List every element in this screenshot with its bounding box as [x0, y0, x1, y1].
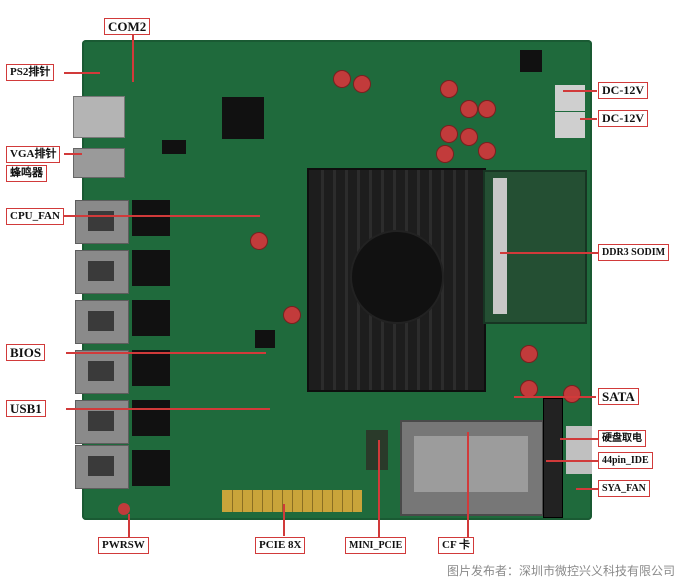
lan-chip	[132, 450, 170, 486]
rj45-port	[75, 200, 129, 244]
lan-chip	[132, 400, 170, 436]
capacitor	[440, 125, 458, 143]
lan-chip	[132, 200, 170, 236]
cpu-fan	[350, 230, 444, 324]
capacitor	[478, 100, 496, 118]
label-pcie: PCIE 8X	[255, 537, 306, 554]
capacitor	[333, 70, 351, 88]
capacitor	[520, 380, 538, 398]
capacitor	[520, 345, 538, 363]
label-ps2: PS2排针	[6, 64, 55, 81]
lan-chip	[132, 300, 170, 336]
small-chip	[520, 50, 542, 72]
label-sata: SATA	[598, 388, 639, 405]
bios-chip	[255, 330, 275, 348]
label-dc-12v-1: DC-12V	[598, 82, 648, 99]
label-sya-fan: SYA_FAN	[598, 480, 650, 497]
capacitor	[436, 145, 454, 163]
label-vga: VGA排针	[6, 146, 61, 163]
label-ide: 44pin_IDE	[598, 452, 653, 469]
label-hdd-power: 硬盘取电	[598, 430, 646, 447]
lan-chip	[132, 250, 170, 286]
label-pwrsw: PWRSW	[98, 537, 149, 554]
ethernet-ports	[75, 190, 129, 490]
usb-connector	[73, 96, 125, 138]
label-cpu-fan: CPU_FAN	[6, 208, 64, 225]
label-mini-pcie: MINI_PCIE	[345, 537, 407, 554]
label-usb1: USB1	[6, 400, 46, 417]
rj45-port	[75, 250, 129, 294]
power-switch	[118, 503, 130, 515]
super-io-chip	[222, 97, 264, 139]
pcie-connector	[222, 490, 362, 512]
capacitor	[563, 385, 581, 403]
rj45-port	[75, 445, 129, 489]
capacitor	[283, 306, 301, 324]
label-cf: CF 卡	[438, 537, 475, 554]
label-dc-12v-2: DC-12V	[598, 110, 648, 127]
capacitor	[460, 100, 478, 118]
lan-chip	[132, 350, 170, 386]
label-com2: COM2	[104, 18, 151, 35]
ddr3-sodimm-slot	[483, 170, 587, 324]
dc-jack	[555, 112, 585, 138]
capacitor	[353, 75, 371, 93]
capacitor	[250, 232, 268, 250]
label-bios: BIOS	[6, 344, 46, 361]
rj45-port	[75, 300, 129, 344]
capacitor	[440, 80, 458, 98]
hdd-power-connector	[566, 426, 592, 474]
rj45-port	[75, 350, 129, 394]
dc-jack	[555, 85, 585, 111]
cf-card-slot	[400, 420, 544, 516]
small-chip	[162, 140, 186, 154]
publisher-caption: 图片发布者：深圳市微控兴义科技有限公司	[446, 564, 675, 578]
rj45-port	[75, 400, 129, 444]
ide-connector	[543, 398, 563, 518]
label-buzzer: 蜂鸣器	[6, 165, 47, 182]
capacitor	[460, 128, 478, 146]
capacitor	[478, 142, 496, 160]
label-ddr3: DDR3 SODIM	[598, 244, 670, 261]
mini-pcie-slot	[366, 430, 388, 470]
vga-connector	[73, 148, 125, 178]
